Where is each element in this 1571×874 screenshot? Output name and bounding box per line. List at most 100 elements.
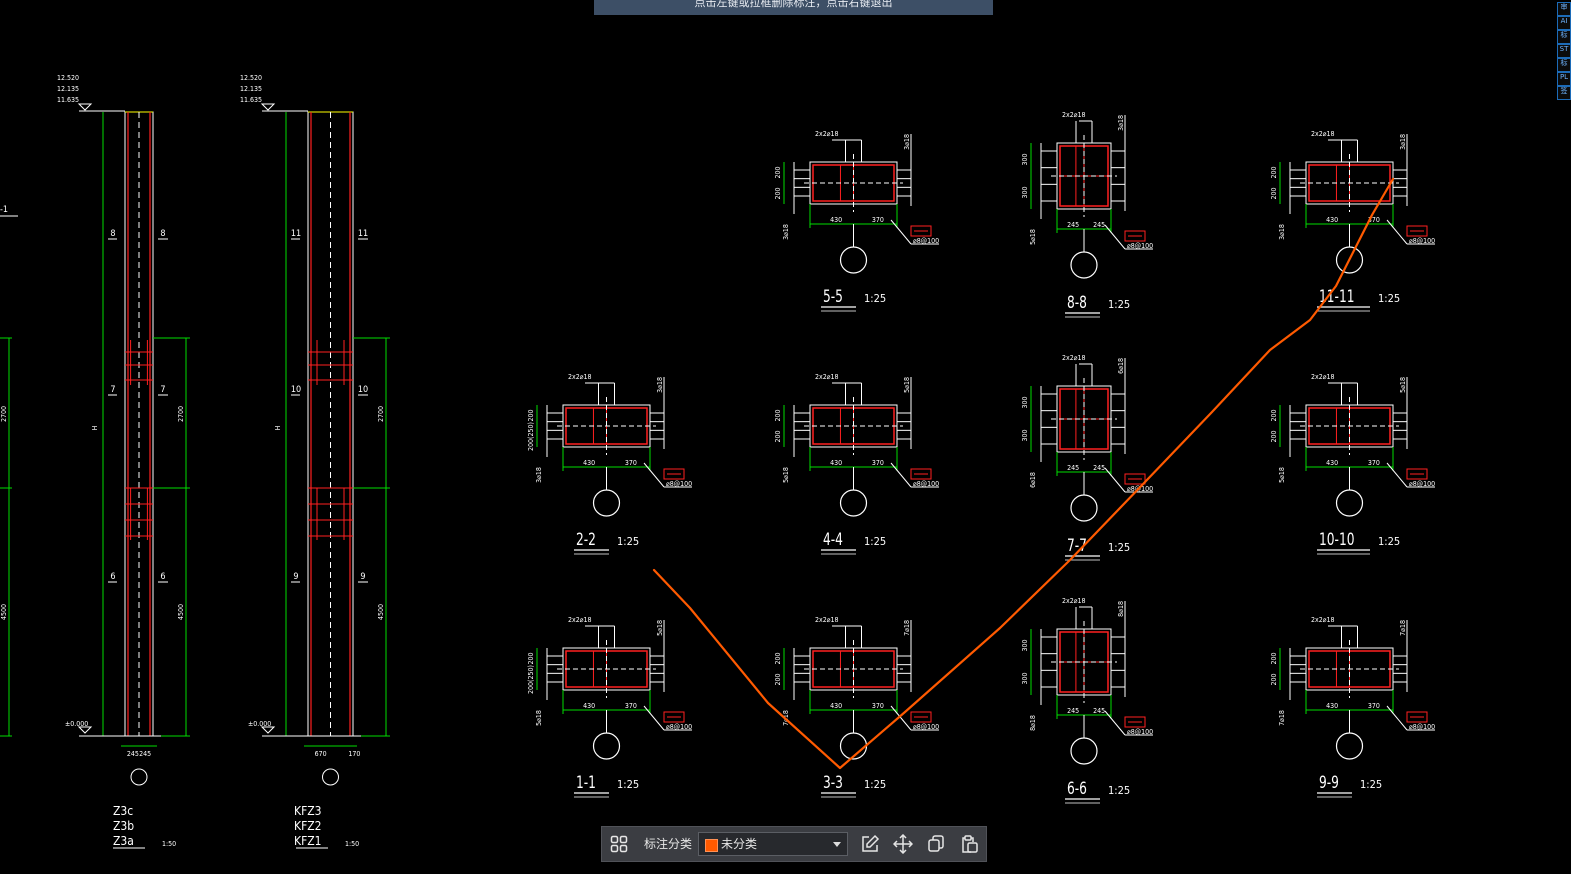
stirrup-note: ⌀8@100 xyxy=(1409,480,1435,488)
left-note: 3⌀18 xyxy=(1278,224,1286,240)
bottom-dim-text: 245 xyxy=(1067,221,1079,229)
right-panel-tab[interactable]: ST xyxy=(1557,44,1571,58)
axis-circle xyxy=(592,732,621,760)
right-panel-tab[interactable]: 标 xyxy=(1557,30,1571,44)
bottom-dim-text: 245 xyxy=(1067,707,1079,715)
stirrup-leader xyxy=(1104,467,1126,493)
stirrup-leader xyxy=(1104,710,1126,736)
bottom-dim-text: 370 xyxy=(625,459,637,467)
category-select[interactable]: 未分类 xyxy=(698,832,848,856)
section-title: 9-9 xyxy=(1319,773,1339,793)
bottom-dim-text: 430 xyxy=(830,459,842,467)
stirrup-note: ⌀8@100 xyxy=(1409,723,1435,731)
base-elevation-marker xyxy=(260,726,276,734)
left-note: 3⌀18 xyxy=(782,224,790,240)
left-note: 8⌀18 xyxy=(1029,715,1037,731)
bottom-dim-text: 245 xyxy=(1093,707,1105,715)
section-scale: 1:25 xyxy=(864,535,886,548)
stirrup-symbol xyxy=(1124,473,1146,485)
left-dim-text: 200 xyxy=(1270,166,1278,178)
left-dim-text: 300 xyxy=(1021,672,1029,684)
stirrup-symbol xyxy=(910,711,932,723)
bottom-dim-text: 370 xyxy=(1368,216,1380,224)
section-title: 6-6 xyxy=(1067,779,1087,799)
category-label: 标注分类 xyxy=(644,837,693,851)
column-name: Z3c xyxy=(113,804,133,818)
left-dim-text: 200 xyxy=(774,652,782,664)
command-hint-bar: 点击左键或拉框删除标注，点击右键退出 xyxy=(594,0,993,15)
axis-circle xyxy=(1335,489,1364,517)
elevation-text: 11.635 xyxy=(240,96,262,104)
section-cut-mark: 8 xyxy=(110,229,115,239)
right-panel-tab[interactable]: 标 xyxy=(1557,58,1571,72)
freehand-annotation-stroke[interactable] xyxy=(652,177,1395,770)
side-bar-note: 7⌀18 xyxy=(1399,620,1407,636)
section-scale: 1:25 xyxy=(1108,298,1130,311)
chevron-down-icon[interactable] xyxy=(833,842,841,847)
stirrup-note: ⌀8@100 xyxy=(913,480,939,488)
left-dim-text: 300 xyxy=(1021,396,1029,408)
axis-circle xyxy=(839,489,868,517)
elevation-text: 11.635 xyxy=(57,96,79,104)
section-scale: 1:25 xyxy=(1360,778,1382,791)
top-bar-note: 2x2⌀18 xyxy=(1062,111,1086,119)
bottom-dim-text: 245 xyxy=(1093,221,1105,229)
column-scale: 1:50 xyxy=(162,840,176,848)
paste-icon[interactable] xyxy=(956,831,982,857)
stirrup-symbol xyxy=(1406,225,1428,237)
elevation-text: 12.135 xyxy=(240,85,262,93)
copy-icon[interactable] xyxy=(923,831,949,857)
height-label: H xyxy=(274,425,282,430)
left-dim-text: 200 xyxy=(1270,430,1278,442)
bottom-dim-text: 430 xyxy=(830,702,842,710)
right-panel-tab[interactable]: PL xyxy=(1557,72,1571,86)
stirrup-symbol xyxy=(1406,711,1428,723)
left-dim-text: 200 xyxy=(774,409,782,421)
axis-circle xyxy=(130,768,148,786)
left-dim-text: 200 xyxy=(527,652,535,664)
left-dim-text: 300 xyxy=(1021,429,1029,441)
annotation-toolbar: 标注分类 未分类 xyxy=(601,826,987,862)
right-panel-tab[interactable]: AI xyxy=(1557,16,1571,30)
axis-circle xyxy=(1070,251,1098,279)
right-panel-tab[interactable]: 审 xyxy=(1557,2,1571,16)
segment-dim-text: 4500 xyxy=(377,604,385,620)
section-scale: 1:25 xyxy=(617,535,639,548)
stirrup-note: ⌀8@100 xyxy=(1127,728,1153,736)
edit-icon[interactable] xyxy=(857,831,883,857)
left-dim-text: 300 xyxy=(1021,639,1029,651)
top-bar-note: 2x2⌀18 xyxy=(1062,354,1086,362)
elevation-text: 12.520 xyxy=(240,74,262,82)
stirrup-note: ⌀8@100 xyxy=(666,480,692,488)
section-cut-mark: 6 xyxy=(160,572,165,582)
move-icon[interactable] xyxy=(890,831,916,857)
stirrup-note: ⌀8@100 xyxy=(913,723,939,731)
bottom-dim-text: 430 xyxy=(583,702,595,710)
bottom-dim-text: 430 xyxy=(1326,702,1338,710)
edge-dim-text: 4500 xyxy=(0,604,8,620)
bottom-dim-text: 370 xyxy=(872,216,884,224)
section-cut-mark: 9 xyxy=(293,572,298,582)
category-value: 未分类 xyxy=(721,837,758,851)
left-dim-text: 200 xyxy=(1270,673,1278,685)
section-cut-mark: 11 xyxy=(291,229,301,239)
column-name: KFZ3 xyxy=(294,804,322,818)
left-dim-text: 200(250) xyxy=(527,422,535,451)
height-label: H xyxy=(91,425,99,430)
left-dim-text: 200(250) xyxy=(527,665,535,694)
right-panel-tab[interactable]: 签 xyxy=(1557,86,1571,100)
stirrup-symbol xyxy=(910,468,932,480)
stirrup-note: ⌀8@100 xyxy=(666,723,692,731)
stirrup-symbol xyxy=(1124,716,1146,728)
grid-icon[interactable] xyxy=(606,831,632,857)
